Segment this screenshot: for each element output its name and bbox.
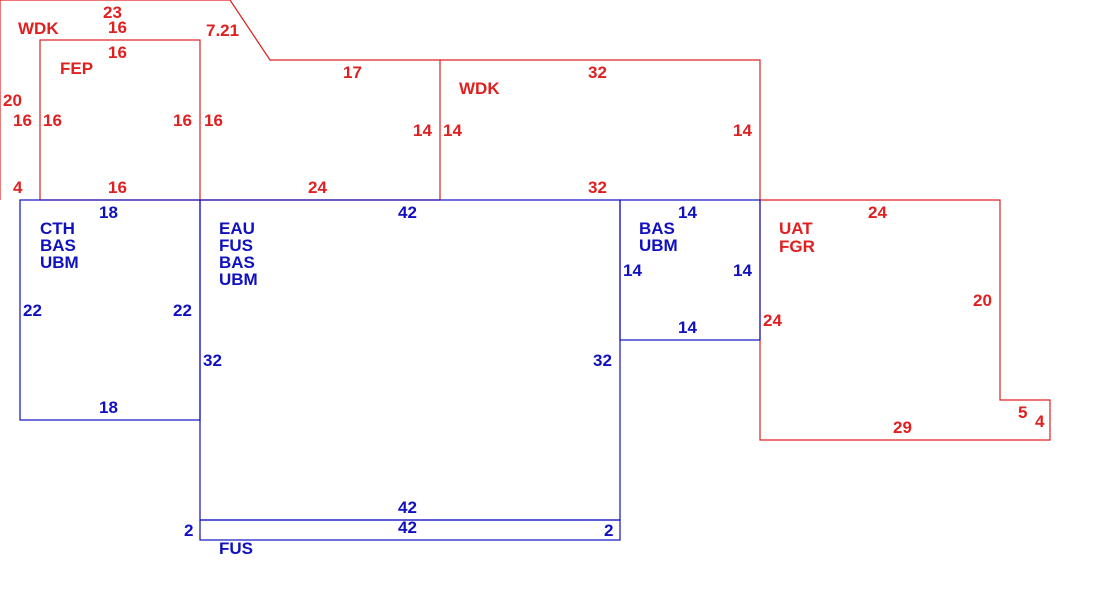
dimension-label: 16 [108, 43, 127, 62]
dimension-label: 23 [103, 3, 122, 22]
dimension-label: 14 [413, 121, 432, 140]
area-code-label: UBM [40, 253, 79, 272]
dimension-label: 32 [588, 63, 607, 82]
dimension-label: 18 [99, 398, 118, 417]
dimension-label: 24 [868, 203, 887, 222]
dimension-label: 4 [1035, 412, 1045, 431]
dimension-label: 16 [43, 111, 62, 130]
dimension-label: 14 [733, 261, 752, 280]
dimension-label: 16 [108, 18, 127, 37]
fus-strip-outline [199, 519, 621, 541]
area-code-label: BAS [219, 253, 255, 272]
dimension-label: 24 [308, 178, 327, 197]
dimension-label: 5 [1018, 403, 1027, 422]
dimension-label: 16 [13, 111, 32, 130]
dimension-label: 16 [108, 178, 127, 197]
area-code-label: WDK [18, 19, 59, 38]
dimension-label: 16 [173, 111, 192, 130]
area-code-label: FUS [219, 539, 253, 558]
area-code-label: UAT [779, 219, 813, 238]
wdk-left-outline [0, 0, 441, 200]
dimension-label: 2 [604, 521, 613, 540]
bas-right-outline [619, 199, 761, 341]
dimension-label: 7.21 [206, 21, 239, 40]
area-code-label: WDK [459, 79, 500, 98]
dimension-label: 29 [893, 418, 912, 437]
dimension-label: 42 [398, 498, 417, 517]
wdk-right-outline [440, 59, 761, 200]
area-code-label: FEP [60, 59, 93, 78]
dimension-label: 20 [973, 291, 992, 310]
dimension-label: 42 [398, 518, 417, 537]
dimension-label: 14 [678, 318, 697, 337]
dimension-label: 17 [343, 63, 362, 82]
dimension-label: 14 [678, 203, 697, 222]
dimension-label: 14 [733, 121, 752, 140]
dimension-label: 2 [184, 521, 193, 540]
dimension-label: 22 [173, 301, 192, 320]
area-code-label: FUS [219, 236, 253, 255]
dimension-label: 32 [588, 178, 607, 197]
area-code-label: EAU [219, 219, 255, 238]
dimension-label: 14 [623, 261, 642, 280]
area-code-label: FGR [779, 237, 815, 256]
area-code-label: BAS [40, 236, 76, 255]
dimension-label: 14 [443, 121, 462, 140]
area-code-label: CTH [40, 219, 75, 238]
dimension-label: 42 [398, 203, 417, 222]
dimension-label: 4 [13, 178, 23, 197]
eau-outline [199, 199, 621, 521]
area-code-label: UBM [219, 270, 258, 289]
dimension-label: 32 [593, 351, 612, 370]
dimension-label: 22 [23, 301, 42, 320]
uat-outline [759, 199, 1051, 441]
dimension-label: 32 [203, 351, 222, 370]
area-code-label: UBM [639, 236, 678, 255]
dimension-label: 20 [3, 91, 22, 110]
dimension-label: 24 [763, 311, 782, 330]
area-code-label: BAS [639, 219, 675, 238]
dimension-label: 18 [99, 203, 118, 222]
dimension-label: 16 [204, 111, 223, 130]
